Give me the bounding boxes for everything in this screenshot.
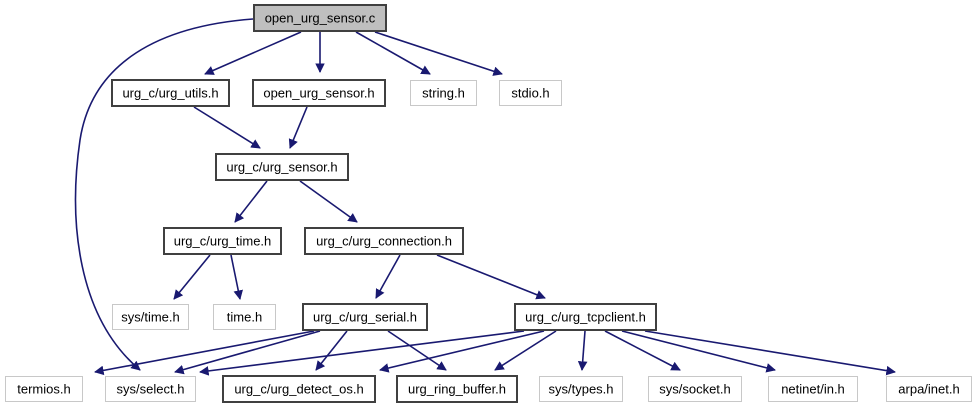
node-label: sys/time.h <box>121 309 180 324</box>
node-urg-c-urg-detect-os-h[interactable]: urg_c/urg_detect_os.h <box>222 375 376 403</box>
node-label: urg_c/urg_utils.h <box>122 85 219 100</box>
edge-urg-tcpclient-to-urg-detect-os <box>379 330 545 373</box>
node-sys-time-h[interactable]: sys/time.h <box>112 304 189 330</box>
edge-urg-serial-to-urg-detect-os <box>315 330 348 371</box>
node-label: urg_c/urg_serial.h <box>312 309 418 324</box>
node-label: urg_c/urg_connection.h <box>316 233 452 248</box>
node-label: stdio.h <box>511 85 550 100</box>
node-open-urg-sensor-h[interactable]: open_urg_sensor.h <box>252 79 386 107</box>
node-urg-c-urg-utils-h[interactable]: urg_c/urg_utils.h <box>111 79 230 107</box>
node-label: sys/select.h <box>116 381 185 396</box>
node-urg-c-urg-sensor-h[interactable]: urg_c/urg_sensor.h <box>215 153 349 181</box>
node-sys-types-h[interactable]: sys/types.h <box>539 376 623 402</box>
node-time-h[interactable]: time.h <box>213 304 276 330</box>
edge-urg-tcpclient-to-sys-types <box>577 330 588 371</box>
edge-root-to-string <box>355 31 431 75</box>
node-urg-c-urg-serial-h[interactable]: urg_c/urg_serial.h <box>302 303 428 331</box>
edge-urg-utils-to-urg-sensor <box>193 106 261 149</box>
node-stdio-h[interactable]: stdio.h <box>499 80 562 106</box>
node-sys-socket-h[interactable]: sys/socket.h <box>648 376 742 402</box>
node-label: sys/socket.h <box>659 381 731 396</box>
node-label: urg_ring_buffer.h <box>407 381 507 396</box>
edge-urg-time-to-sys-time <box>173 254 211 300</box>
edge-urg-tcpclient-to-arpa-inet <box>644 330 896 376</box>
edge-urg-sensor-to-urg-connection <box>299 180 358 223</box>
node-termios-h[interactable]: termios.h <box>5 376 83 402</box>
node-label: time.h <box>226 309 263 324</box>
node-label: termios.h <box>17 381 71 396</box>
node-sys-select-h[interactable]: sys/select.h <box>105 376 196 402</box>
edge-urg-serial-to-termios <box>94 330 315 376</box>
node-label: open_urg_sensor.c <box>264 10 376 25</box>
node-urg-ring-buffer-h[interactable]: urg_ring_buffer.h <box>396 375 518 403</box>
node-label: string.h <box>422 85 465 100</box>
edge-open-urg-sensor-h-to-urg-sensor <box>288 106 308 149</box>
edge-urg-tcpclient-to-netinet-in <box>621 330 776 373</box>
node-label: netinet/in.h <box>781 381 845 396</box>
edge-urg-connection-to-urg-serial <box>375 254 401 299</box>
edge-urg-connection-to-urg-tcpclient <box>436 254 546 300</box>
node-label: urg_c/urg_detect_os.h <box>234 381 364 396</box>
edge-urg-sensor-to-urg-time <box>234 180 268 223</box>
edge-root-to-stdio <box>374 31 503 76</box>
node-arpa-inet-h[interactable]: arpa/inet.h <box>886 376 972 402</box>
edge-urg-tcpclient-to-sys-socket <box>604 330 681 371</box>
node-label: urg_c/urg_time.h <box>173 233 272 248</box>
node-urg-c-urg-time-h[interactable]: urg_c/urg_time.h <box>163 227 282 255</box>
node-urg-c-urg-tcpclient-h[interactable]: urg_c/urg_tcpclient.h <box>514 303 657 331</box>
node-open-urg-sensor-c[interactable]: open_urg_sensor.c <box>253 4 387 32</box>
node-label: urg_c/urg_tcpclient.h <box>525 309 646 324</box>
node-label: open_urg_sensor.h <box>263 85 375 100</box>
edge-urg-tcpclient-to-sys-select <box>199 330 525 376</box>
node-netinet-in-h[interactable]: netinet/in.h <box>768 376 858 402</box>
node-label: urg_c/urg_sensor.h <box>226 159 338 174</box>
edge-root-to-urg-utils <box>204 31 302 75</box>
node-string-h[interactable]: string.h <box>410 80 477 106</box>
edge-urg-serial-to-urg-ring-buffer <box>387 330 447 371</box>
edge-urg-tcpclient-to-urg-ring-buffer <box>494 330 557 371</box>
node-label: sys/types.h <box>548 381 614 396</box>
node-urg-c-urg-connection-h[interactable]: urg_c/urg_connection.h <box>304 227 464 255</box>
edge-urg-serial-to-sys-select <box>174 330 321 375</box>
node-label: arpa/inet.h <box>898 381 960 396</box>
edge-urg-time-to-time <box>230 254 243 300</box>
